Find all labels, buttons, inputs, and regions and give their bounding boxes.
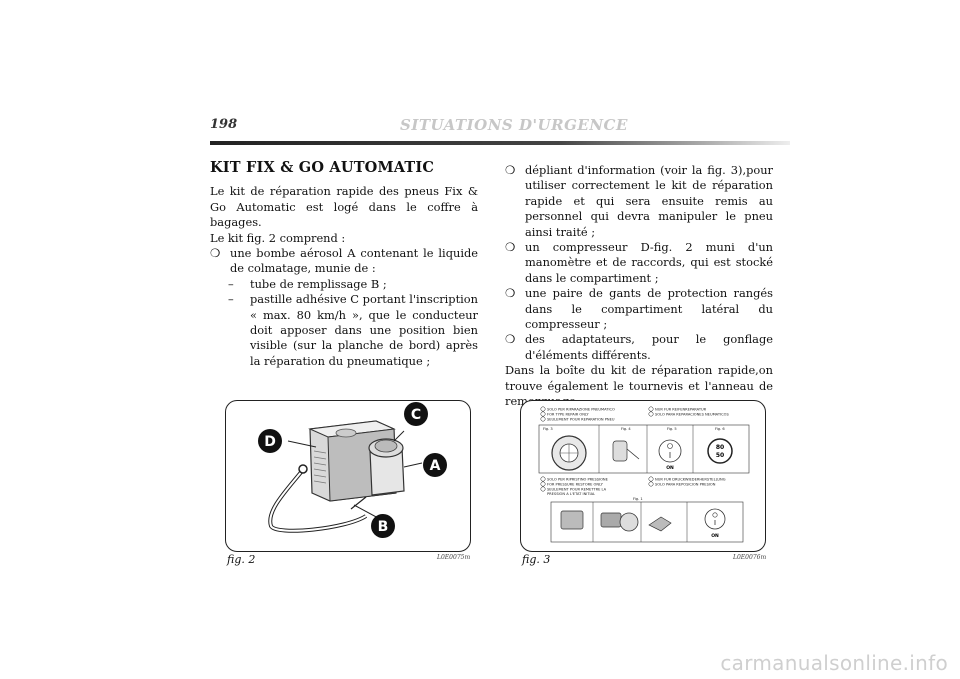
list-item-text: une paire de gants de protection rangés … xyxy=(525,286,773,332)
list-item: ❍ des adaptateurs, pour le gonflage d'él… xyxy=(505,332,773,363)
label-c: C xyxy=(411,407,421,423)
bullet-mark: ❍ xyxy=(505,163,516,177)
label-c-marker xyxy=(404,402,428,426)
bullet-mark: ❍ xyxy=(505,240,516,255)
figure-3-caption: fig. 3 xyxy=(522,553,551,566)
bullet-mark: ❍ xyxy=(210,246,221,261)
panel-label: Fig. 3 xyxy=(543,427,553,431)
panel-label: Fig. 5 xyxy=(667,427,677,431)
dash-mark: – xyxy=(228,276,234,291)
sub-list-item-text: tube de remplissage B ; xyxy=(250,276,387,291)
panel-label: Fig. 4 xyxy=(621,427,631,431)
bullet-mark: ❍ xyxy=(505,286,516,301)
speed-label: 80 xyxy=(716,444,724,451)
leaflet-text: FOR TYPE REPAIR ONLY xyxy=(547,412,589,416)
bullet-mark: ❍ xyxy=(505,332,516,347)
paragraph-kit: Le kit fig. 2 comprend : xyxy=(210,230,346,245)
list-item-text: une bombe aérosol A contenant le liquide… xyxy=(230,246,478,276)
dash-mark: – xyxy=(228,292,234,307)
label-d-marker xyxy=(258,429,282,453)
leaflet-text: NUR FUR DRUCKWIEDERHERSTELLUNG xyxy=(655,477,726,481)
section-title: SITUATIONS D'URGENCE xyxy=(400,116,628,134)
watermark: carmanualsonline.info xyxy=(720,651,948,675)
list-item-text: un compresseur D-fig. 2 muni d'un manomè… xyxy=(525,240,773,285)
leaflet-text: FOR PRESSURE RESTORE ONLY xyxy=(547,482,604,486)
leaflet-text: SOLO PARA REPARACIONES NEUMATICOS xyxy=(655,412,729,416)
figure-2-code: L0E0075m xyxy=(437,554,471,561)
leaflet-text: SEULEMENT POUR REMETTRE LA xyxy=(547,487,607,491)
figure-3-frame: SOLO PER RIPARAZIONE PNEUMATICO FOR TYPE… xyxy=(520,400,766,552)
leaflet-text: SEULEMENT POUR REPARATION PNEU xyxy=(547,417,615,421)
label-a-marker xyxy=(423,453,447,477)
leaflet-text: NUR FUR REIFENREPARATUR xyxy=(655,407,707,411)
leaflet-text: PRESSION A L'ETAT INITIAL xyxy=(547,492,595,496)
leaflet-text: SOLO PER RIPARAZIONE PNEUMATICO xyxy=(547,407,615,411)
list-item: ❍ une paire de gants de protection rangé… xyxy=(505,286,773,332)
figure-3-code: L0E0076m xyxy=(733,554,767,561)
list-item: ❍ un compresseur D-fig. 2 muni d'un mano… xyxy=(505,240,773,286)
list-item-text: des adaptateurs, pour le gonflage d'élém… xyxy=(525,332,773,362)
on-label: ON xyxy=(666,465,674,471)
list-item: ❍ une bombe aérosol A contenant le liqui… xyxy=(210,246,478,277)
sub-list-item: – pastille adhésive C portant l'inscript… xyxy=(228,292,478,369)
figure-2-caption: fig. 2 xyxy=(227,553,256,566)
right-column: ❍ dépliant d'information (voir la fig. 3… xyxy=(505,163,773,410)
paragraph-intro: Le kit de réparation rapide des pneus Fi… xyxy=(210,184,478,230)
label-b: B xyxy=(378,519,389,535)
leaflet-text: SOLO PARA REPOSICION PRESION xyxy=(655,482,716,486)
label-b-marker xyxy=(371,514,395,538)
header-rule xyxy=(210,141,790,145)
compressor-kit-illustration: C D A B xyxy=(258,402,447,538)
sub-list-item: – tube de remplissage B ; xyxy=(228,277,478,292)
instruction-leaflet-illustration: SOLO PER RIPARAZIONE PNEUMATICO FOR TYPE… xyxy=(538,406,750,543)
panel-label: Fig. 6 xyxy=(715,427,725,431)
figure-2-frame: C D A B xyxy=(225,400,471,552)
page-number: 198 xyxy=(210,117,238,132)
list-item-text: dépliant d'information (voir la fig. 3),… xyxy=(525,163,773,239)
list-item: ❍ dépliant d'information (voir la fig. 3… xyxy=(505,163,773,240)
label-d: D xyxy=(264,434,276,450)
page-heading: KIT FIX & GO AUTOMATIC xyxy=(210,159,435,176)
speed-label: 50 xyxy=(716,452,724,459)
leaflet-text: SOLO PER RIPRISTINO PRESSIONE xyxy=(547,477,609,481)
on-label: ON xyxy=(711,533,719,539)
sub-list-item-text: pastille adhésive C portant l'inscriptio… xyxy=(250,292,478,368)
left-column: KIT FIX & GO AUTOMATIC Le kit de réparat… xyxy=(210,160,478,369)
panel-label: Fig. 1 xyxy=(633,497,643,501)
label-a: A xyxy=(430,458,441,474)
